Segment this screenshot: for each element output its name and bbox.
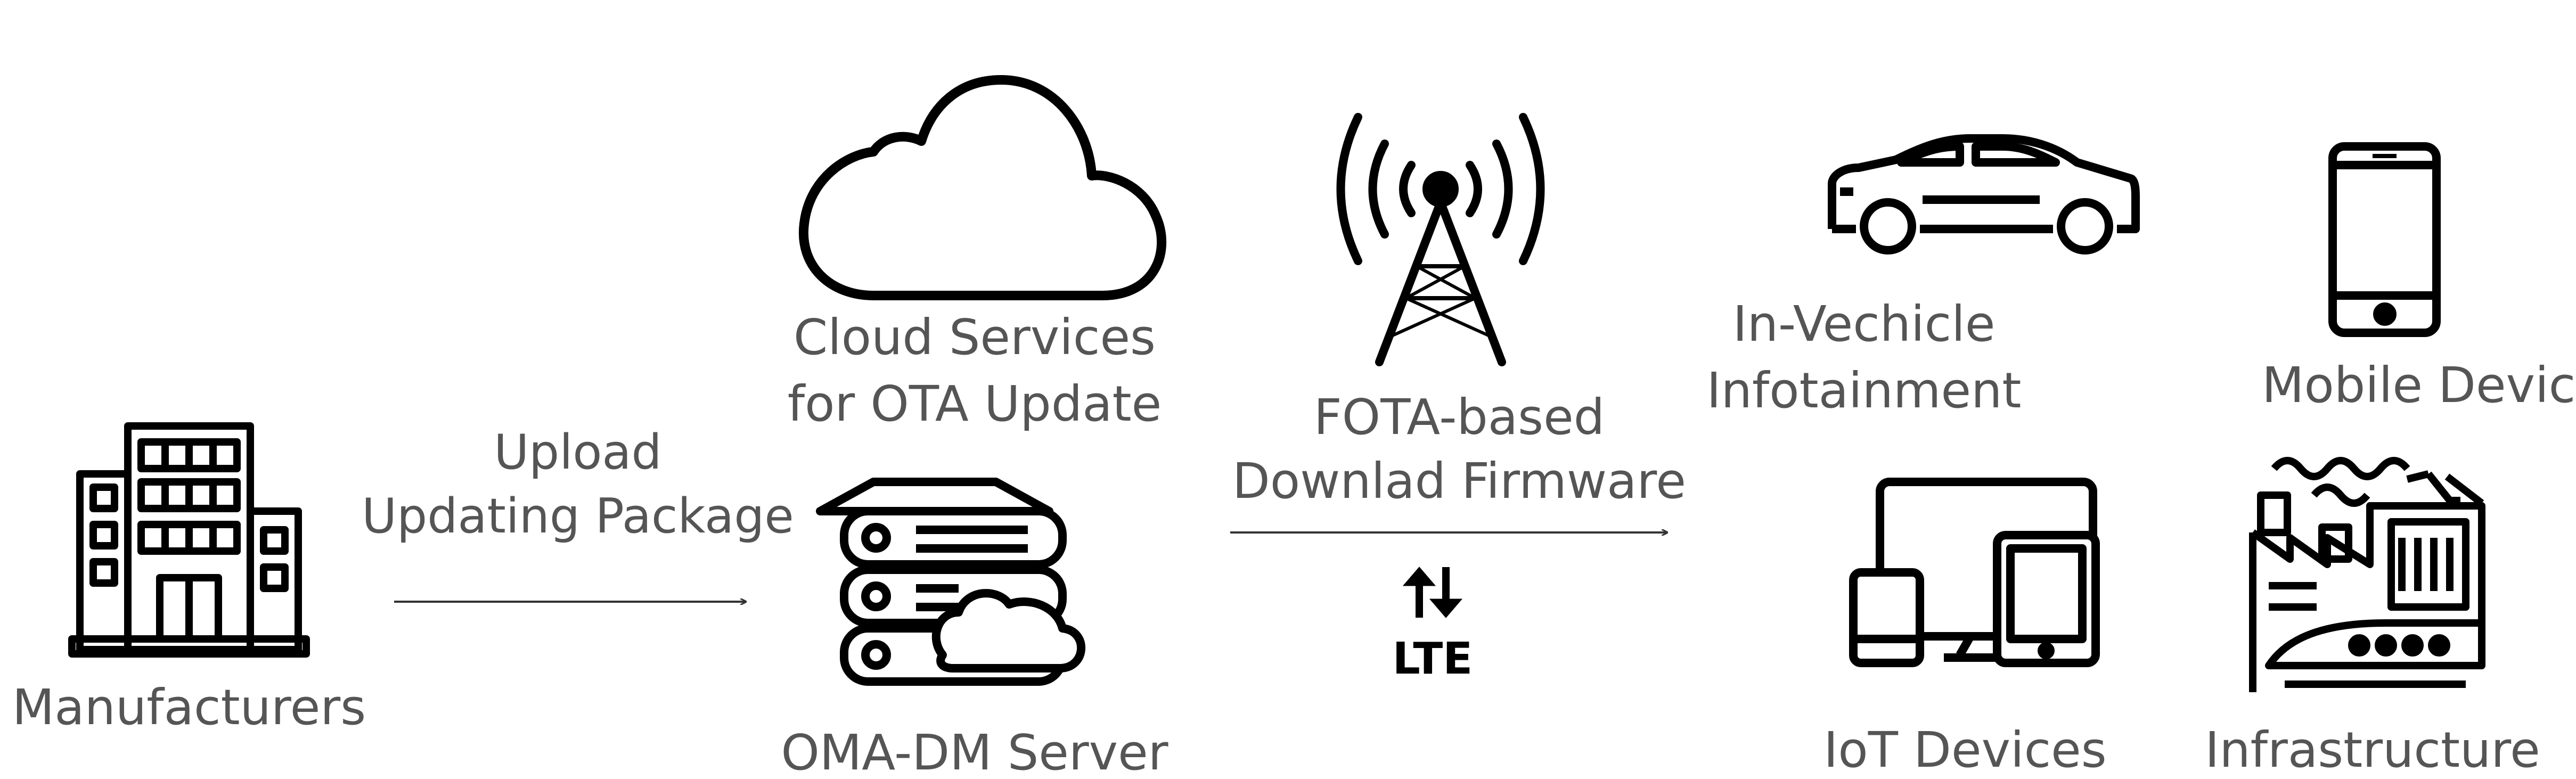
updown-arrows-icon	[1402, 567, 1463, 618]
cloud-label-line1: Cloud Services	[794, 309, 1156, 366]
cloud-label-line2: for OTA Update	[788, 375, 1162, 432]
vehicle-label-line1: In-Vechicle	[1733, 296, 1996, 352]
server-icon	[816, 478, 1085, 686]
vehicle-label-line2: Infotainment	[1706, 362, 2021, 419]
mobile-label: Mobile Device	[2262, 357, 2576, 414]
car-icon	[1828, 134, 2140, 255]
upload-label-line2: Updating Package	[362, 488, 794, 544]
cloud-icon	[798, 75, 1167, 300]
iot-label: IoT Devices	[1823, 721, 2106, 778]
iot-devices-icon	[1849, 478, 2100, 667]
lte-label: LTE	[1393, 634, 1473, 684]
manufacturers-label: Manufacturers	[12, 679, 366, 736]
fota-label-line1: FOTA-based	[1314, 389, 1605, 446]
antenna-tower-icon	[1336, 113, 1545, 366]
smartphone-icon	[2328, 142, 2441, 337]
fota-label-line2: Downlad Firmware	[1232, 453, 1686, 510]
server-label: OMA-DM Server	[781, 724, 1168, 779]
upload-label-line1: Upload	[494, 424, 661, 480]
infrastructure-label: Infrastructure	[2205, 721, 2540, 778]
factory-icon	[2249, 457, 2485, 692]
building-icon	[68, 422, 310, 658]
